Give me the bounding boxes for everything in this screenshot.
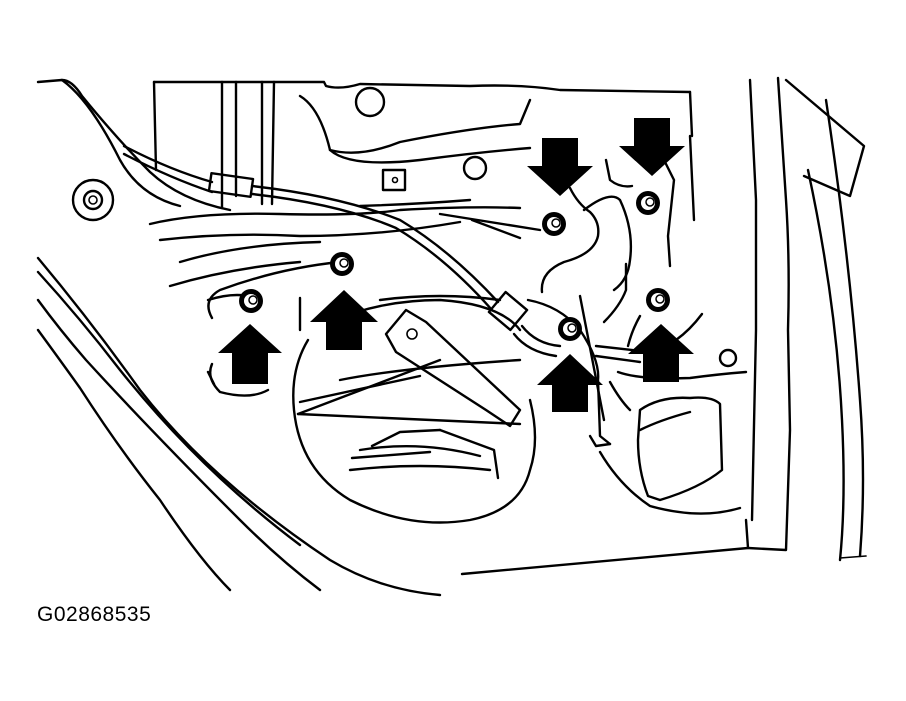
arrows [218,118,694,412]
figure-id-label: G02868535 [37,603,152,626]
inner-panel [71,86,748,524]
arrow-icon [628,324,694,382]
bolt-icon [239,289,263,313]
bolt-icon [542,212,566,236]
bolt-icon [646,288,670,312]
arrow-icon [619,118,685,176]
bolt-icon [636,191,660,215]
fasteners [239,191,670,341]
arrow-icon [527,138,593,196]
arrow-icon [218,324,282,384]
door-outline [36,76,867,597]
bolt-icon [558,317,582,341]
arrow-icon [537,354,603,412]
bolt-icon [330,252,354,276]
arrow-icon [310,290,378,350]
